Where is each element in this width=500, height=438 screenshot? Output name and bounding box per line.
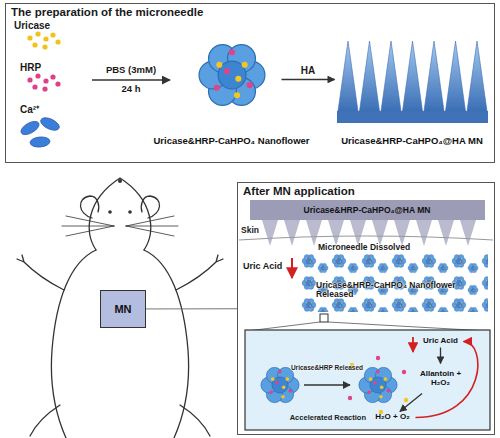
reaction-term: Uric Acid [418,336,464,348]
annotation-label: Uricase&HRP Released [284,364,370,371]
panel-frame: After MN applicationUricase&HRP-CaHPO₄@H… [237,182,495,435]
decrease-arrow [412,337,414,352]
release-arrow [304,384,350,385]
node-label: MN [114,303,131,315]
reaction-term: H₂O + O₂ [370,412,416,424]
flow-arrow [440,348,441,364]
nanoflower-releasing [359,367,397,402]
node-label: Allantoin + H₂O₂ [415,370,467,387]
annotation-label: Uric Acid [243,262,293,272]
mouse-face [108,179,132,214]
zoom-connector [146,308,237,309]
zoom-marker [320,314,328,322]
annotation-label: Microneedle Dissolved [318,243,438,252]
reagent-label: Uricase [14,20,74,31]
needle-graphic [335,35,490,125]
node-label: Uricase&HRP-CaHPO₄@HA MN [304,205,431,215]
panel-frame: The preparation of the microneedleUricas… [5,3,495,163]
skin-line [239,236,493,240]
uricase-dots [27,31,60,49]
edge-label: Accelerated Reaction [286,414,366,422]
microneedle-array: Uricase&HRP-CaHPO₄@HA MN [335,35,490,125]
nanoflower-graphic [182,35,282,125]
reagent-label: HRP [20,62,70,73]
edge-label: HA [288,65,328,76]
node-label: H₂O + O₂ [375,413,409,421]
reagent-label: Ca²⁺ [20,104,70,115]
node-label: Uricase&HRP-CaHPO₄@HA MN [325,135,500,146]
mouse-outline [17,178,223,438]
annotation-label: Uricase&HRP-CaHPO₄ Nanoflower Released [316,281,491,300]
synthesis-arrow [92,79,170,81]
zoom-panel [245,330,490,430]
node-label: Uricase&HRP-CaHPO₄ Nanoflower [142,135,322,146]
nanoflower: Uricase&HRP-CaHPO₄ Nanoflower [182,35,282,125]
panel-heading: After MN application [243,185,355,197]
annotation-label: 24 h [86,84,176,94]
flow-arrow [416,342,478,418]
microneedle-patch: Uricase&HRP-CaHPO₄@HA MN [250,200,485,220]
flow-arrow [400,394,422,412]
reaction-term: Allantoin + H₂O₂ [415,364,467,394]
nanoflower-intact [261,367,299,402]
annotation-label: Skin [241,226,271,235]
node-label: Uric Acid [423,337,458,345]
mn-patch-site: MN [100,290,146,328]
calcium-ions [19,115,61,148]
panel-heading: The preparation of the microneedle [11,6,203,18]
hrp-dots [27,73,60,91]
decrease-arrow [291,258,293,278]
annotation-label: PBS (3mM) [86,65,176,75]
flow-arrow [282,79,335,80]
